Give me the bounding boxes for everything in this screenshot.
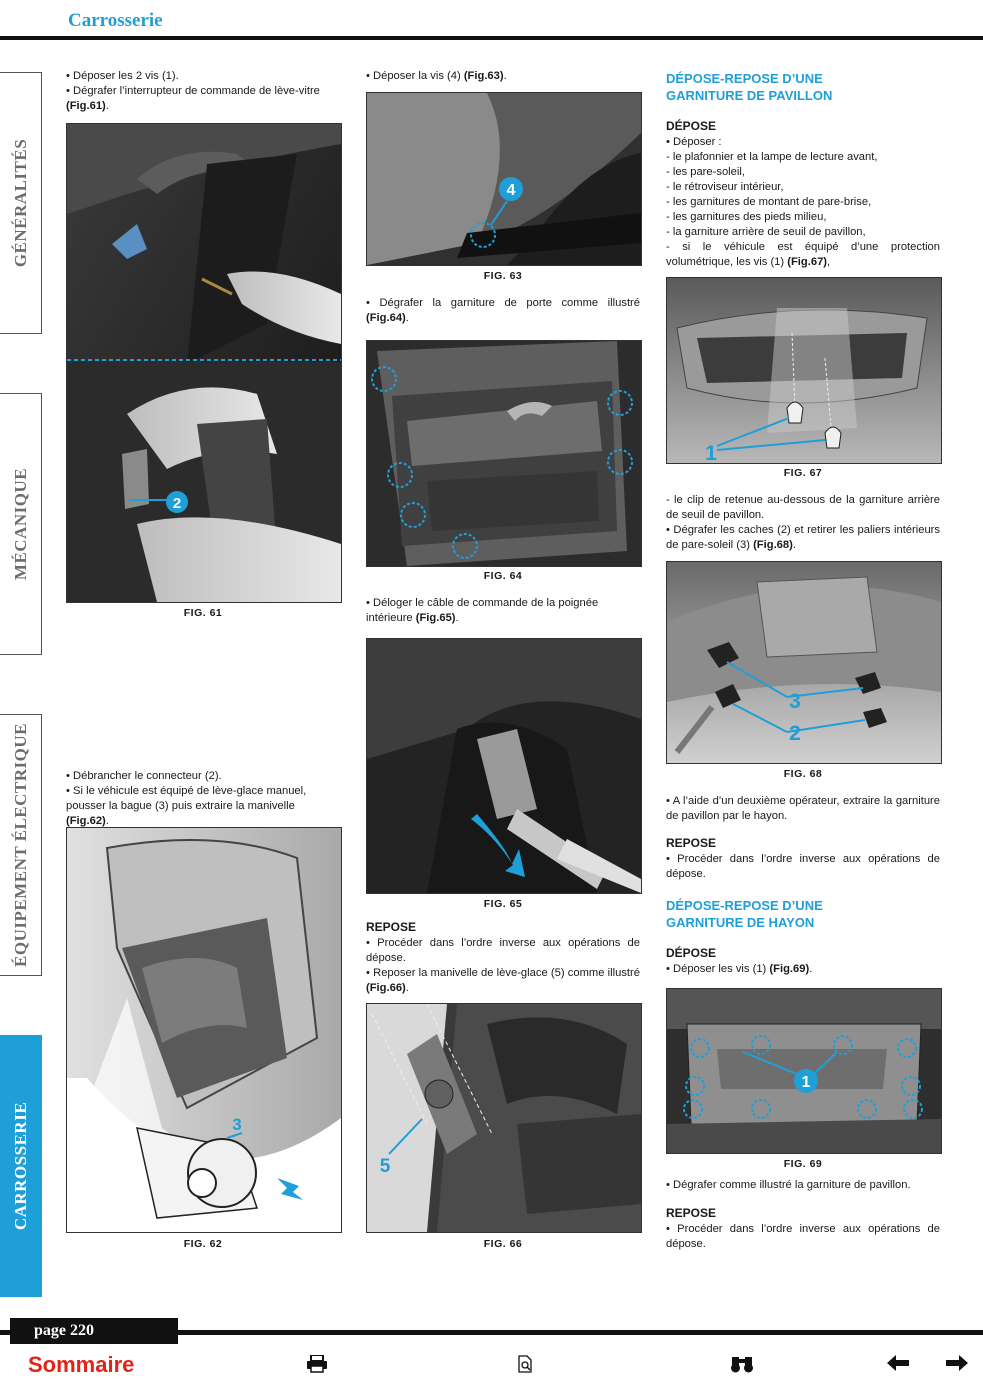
page-number: page 220 — [10, 1318, 178, 1344]
figure-65 — [366, 638, 642, 894]
tab-carrosserie[interactable]: CARROSSERIE — [0, 1035, 42, 1297]
arrow-left-icon[interactable] — [887, 1355, 909, 1376]
tab-mecanique[interactable]: MÉCANIQUE — [0, 393, 42, 655]
figure-caption: FIG. 63 — [483, 270, 523, 282]
binoculars-icon[interactable] — [730, 1355, 754, 1378]
instruction-text: • A l’aide d’un deuxième opérateur, extr… — [666, 795, 940, 822]
sommaire-link[interactable]: Sommaire — [28, 1352, 135, 1377]
figure-62: 3 — [66, 827, 342, 1233]
subheading-repose: REPOSE — [366, 920, 417, 934]
tab-label: GÉNÉRALITÉS — [10, 138, 30, 268]
callout-number: 3 — [232, 1115, 241, 1134]
section-heading-pavillon: DÉPOSE-REPOSE D’UNE GARNITURE DE PAVILLO… — [666, 71, 833, 103]
instruction-text: • Débrancher le connecteur (2). • Si le … — [66, 770, 307, 827]
callout-number: 5 — [380, 1156, 391, 1177]
figure-caption: FIG. 67 — [783, 467, 823, 479]
search-document-icon[interactable] — [518, 1355, 534, 1378]
instruction-text: • Dégrafer la garniture de porte comme i… — [366, 297, 640, 324]
figure-caption: FIG. 64 — [483, 570, 523, 582]
figure-66: 5 — [366, 1003, 642, 1233]
instruction-text: - le clip de retenue au-dessous de la ga… — [666, 494, 940, 551]
footer-rule — [0, 1330, 983, 1335]
subheading-depose: DÉPOSE — [666, 119, 717, 133]
subheading-repose: REPOSE — [666, 1206, 717, 1220]
figure-caption: FIG. 69 — [783, 1158, 823, 1170]
tab-label: ÉQUIPEMENT ÉLECTRIQUE — [10, 723, 30, 967]
callout-number: 1 — [802, 1074, 811, 1091]
instruction-text: • Procéder dans l’ordre inverse aux opér… — [666, 853, 940, 880]
figure-67: 1 — [666, 277, 942, 464]
figure-61: 2 — [66, 123, 342, 603]
tab-generalites[interactable]: GÉNÉRALITÉS — [0, 72, 42, 334]
instruction-text: • Procéder dans l’ordre inverse aux opér… — [666, 1223, 940, 1250]
callout-number: 3 — [789, 690, 801, 713]
figure-caption: FIG. 66 — [483, 1238, 523, 1250]
tab-label: CARROSSERIE — [10, 1101, 30, 1231]
instruction-text: • Déposer les vis (1) (Fig.69). — [666, 963, 813, 975]
header-rule — [0, 36, 983, 40]
instruction-text: • Déposer les 2 vis (1). • Dégrafer l’in… — [66, 70, 320, 112]
instruction-text: • Dégrafer comme illustré la garniture d… — [666, 1179, 911, 1191]
callout-number: 1 — [705, 442, 717, 463]
figure-caption: FIG. 65 — [483, 898, 523, 910]
tab-label: MÉCANIQUE — [10, 467, 30, 581]
callout-number: 4 — [507, 182, 516, 199]
figure-caption: FIG. 62 — [183, 1238, 223, 1250]
figure-caption: FIG. 61 — [183, 607, 223, 619]
figure-caption: FIG. 68 — [783, 768, 823, 780]
arrow-right-icon[interactable] — [946, 1355, 968, 1376]
callout-number: 2 — [173, 495, 181, 512]
figure-68: 3 2 — [666, 561, 942, 764]
callout-number: 2 — [789, 722, 801, 745]
figure-69: 1 — [666, 988, 942, 1154]
page-section-title: Carrosserie — [68, 10, 163, 31]
section-heading-hayon: DÉPOSE-REPOSE D’UNE GARNITURE DE HAYON — [666, 898, 823, 930]
instruction-list: • Déposer : - le plafonnier et la lampe … — [666, 136, 940, 268]
subheading-depose: DÉPOSE — [666, 946, 717, 960]
figure-64 — [366, 340, 642, 567]
subheading-repose: REPOSE — [666, 836, 717, 850]
tab-equipement-electrique[interactable]: ÉQUIPEMENT ÉLECTRIQUE — [0, 714, 42, 976]
instruction-text: • Déposer la vis (4) (Fig.63). — [366, 70, 507, 82]
instruction-text: • Procéder dans l’ordre inverse aux opér… — [366, 937, 640, 994]
instruction-text: • Déloger le câble de commande de la poi… — [366, 597, 599, 624]
printer-icon[interactable] — [306, 1354, 328, 1378]
figure-63: 4 — [366, 92, 642, 266]
